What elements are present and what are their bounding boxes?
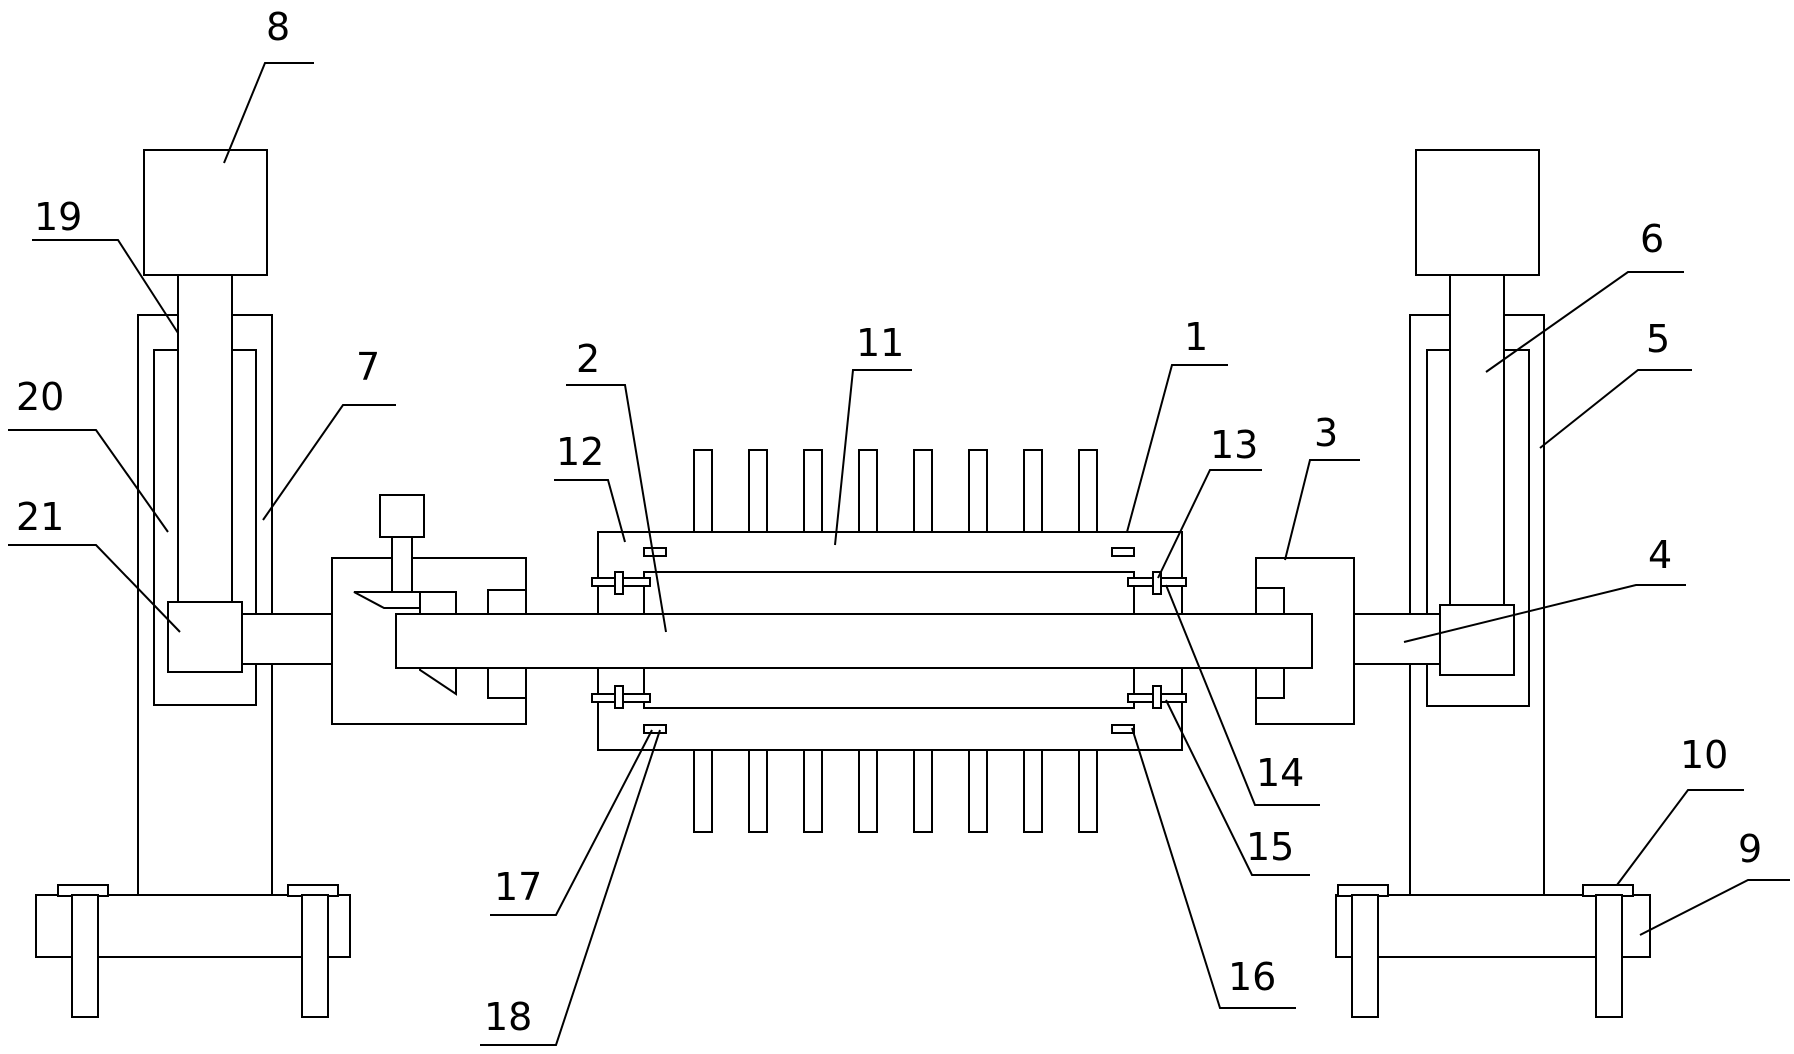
leader-18 [480,729,661,1046]
label-8: 8 [266,5,290,49]
label-1: 1 [1184,315,1208,359]
lower-inner-ring [643,667,1135,709]
label-17: 17 [494,865,542,909]
label-18: 18 [484,995,532,1039]
upper-fin [1078,449,1098,533]
lower-fin [968,749,988,833]
upper-fin [803,449,823,533]
bolt-upper-left-head [614,571,624,595]
upper-fin [693,449,713,533]
label-9: 9 [1738,827,1762,871]
leader-10 [1616,789,1744,886]
leader-13 [1157,469,1262,579]
right-stand [1335,149,1651,1018]
drum-assembly [395,449,1313,833]
label-19: 19 [34,195,82,239]
left-gearbox [331,494,527,725]
upper-fin [968,449,988,533]
leader-12 [554,479,626,543]
lower-fin [858,749,878,833]
leader-6 [1485,271,1684,373]
leader-9 [1639,879,1790,936]
leader-2 [566,384,667,633]
upper-fins [693,449,1098,533]
right-motor [1415,149,1540,276]
leader-21 [8,544,181,633]
gear-motor-shaft [391,536,413,593]
label-2: 2 [576,337,600,381]
main-shaft-2 [395,613,1313,669]
right-leg-b [1595,894,1623,1018]
upper-fin [913,449,933,533]
left-screw-19 [177,274,233,606]
leader-8 [223,62,314,164]
bolt-lower-left-head [614,685,624,709]
leader-3 [1284,459,1360,561]
label-5: 5 [1646,317,1670,361]
stud-lower-left-18 [643,724,667,734]
leader-15 [1165,699,1310,876]
lower-fin [693,749,713,833]
left-arm [241,613,333,665]
right-leg-a [1351,894,1379,1018]
label-12: 12 [556,430,604,474]
label-4: 4 [1648,533,1672,577]
leader-16 [1131,727,1296,1009]
lower-fins [693,749,1098,833]
label-10: 10 [1680,733,1728,777]
upper-fin [858,449,878,533]
bolts [591,571,1187,709]
leader-20 [8,429,169,533]
label-21: 21 [16,495,64,539]
label-3: 3 [1314,411,1338,455]
label-13: 13 [1210,423,1258,467]
leader-11 [834,369,912,546]
label-14: 14 [1256,751,1304,795]
upper-inner-ring [643,571,1135,615]
right-slider [1439,604,1515,676]
label-11: 11 [856,321,904,365]
label-15: 15 [1246,825,1294,869]
label-6: 6 [1640,217,1664,261]
lower-fin [1078,749,1098,833]
label-16: 16 [1228,955,1276,999]
leader-14 [1165,584,1320,806]
leader-5 [1539,369,1692,449]
lower-fin [803,749,823,833]
left-leg-a [71,894,99,1018]
left-motor-8 [143,149,268,276]
upper-fin [1023,449,1043,533]
stud-lower-right-16 [1111,724,1135,734]
right-screw-6 [1449,274,1505,606]
leader-17 [490,729,653,916]
lower-fin [913,749,933,833]
lower-fin [748,749,768,833]
right-arm-4 [1353,613,1441,665]
leader-1 [1126,364,1228,533]
lower-fin [1023,749,1043,833]
upper-fin [748,449,768,533]
left-leg-b [301,894,329,1018]
leader-7 [262,404,396,521]
bolt-upper-right-head-13 [1152,571,1162,595]
leader-lines [8,62,1790,1046]
gear-motor [379,494,425,538]
bolt-lower-right-head [1152,685,1162,709]
stud-upper-right [1111,547,1135,557]
label-7: 7 [356,345,380,389]
stud-upper-left [643,547,667,557]
label-20: 20 [16,375,64,419]
leader-19 [32,239,179,334]
leader-4 [1403,584,1686,643]
part-labels: 8 19 20 7 21 12 2 11 1 13 3 6 5 4 14 15 … [16,5,1762,1039]
small-studs [643,547,1135,734]
left-stand [35,149,351,1018]
left-slider-21 [167,601,243,673]
